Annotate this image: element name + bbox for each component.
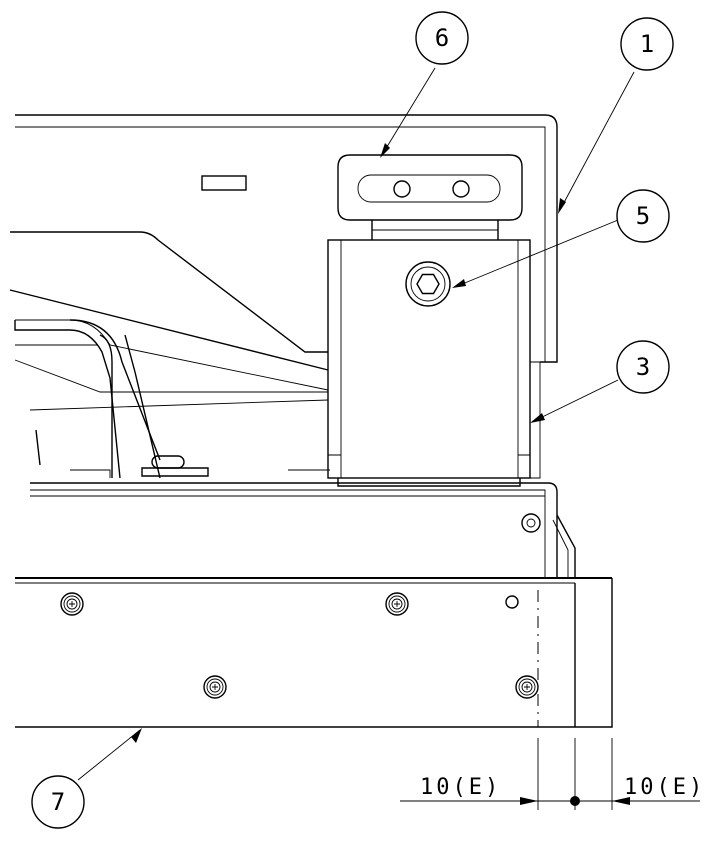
callout-label: 5 — [636, 202, 650, 230]
screw-icon — [60, 592, 84, 616]
part-7-base-panel — [15, 577, 613, 728]
callout-label: 3 — [636, 353, 650, 381]
part-5-hex-bolt — [405, 261, 451, 307]
callout-5: 5 — [616, 189, 670, 243]
part-6-slotted-plate — [337, 154, 523, 240]
callout-label: 1 — [640, 30, 654, 58]
callout-label: 6 — [435, 24, 449, 52]
dimension-label-left: 10(E) — [420, 775, 501, 800]
leader-arrowheads — [131, 143, 566, 743]
screws — [60, 592, 539, 699]
dimension-label-right: 10(E) — [624, 775, 705, 800]
part-1-cover-panel — [15, 114, 558, 363]
dimension-lines — [400, 738, 700, 810]
datum-point — [570, 796, 580, 806]
screw-icon — [385, 592, 409, 616]
center-lines — [537, 590, 613, 727]
callout-label: 7 — [51, 788, 65, 816]
leader-lines — [77, 67, 635, 781]
internal-duct — [9, 231, 329, 479]
callout-6: 6 — [415, 11, 469, 65]
clip — [70, 455, 330, 478]
screw-icon — [515, 675, 539, 699]
callout-7: 7 — [31, 775, 85, 829]
callout-1: 1 — [620, 17, 674, 71]
middle-plate — [30, 482, 576, 578]
callout-3: 3 — [616, 340, 670, 394]
part-3-bracket — [327, 239, 541, 487]
screw-icon — [203, 675, 227, 699]
